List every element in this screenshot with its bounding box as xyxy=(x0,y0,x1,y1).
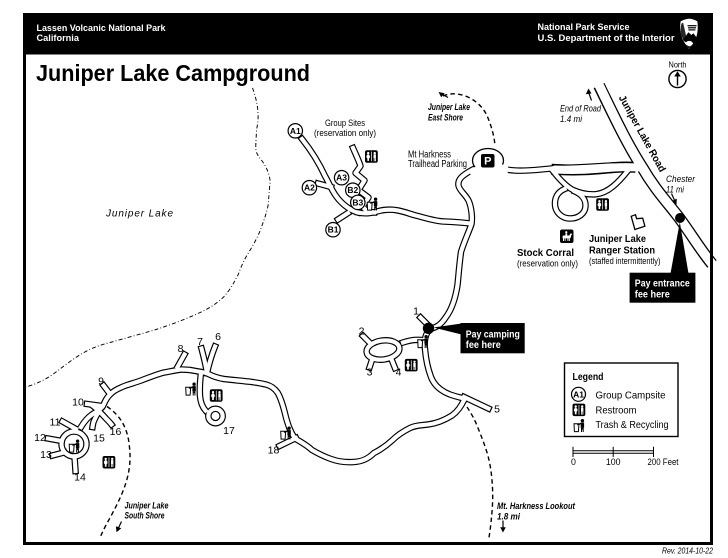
svg-text:Pay entrance: Pay entrance xyxy=(635,278,690,289)
svg-text:1.4 mi: 1.4 mi xyxy=(560,114,583,124)
svg-text:5: 5 xyxy=(494,404,500,416)
svg-text:11: 11 xyxy=(50,417,61,429)
svg-text:17: 17 xyxy=(223,425,235,437)
svg-text:Pay camping: Pay camping xyxy=(466,329,520,340)
svg-text:Restroom: Restroom xyxy=(596,404,637,416)
svg-text:Juniper Lake Campground: Juniper Lake Campground xyxy=(36,60,310,86)
svg-text:10: 10 xyxy=(72,397,84,409)
svg-text:Mt. Harkness Lookout: Mt. Harkness Lookout xyxy=(497,501,576,511)
svg-text:National Park Service: National Park Service xyxy=(538,22,630,32)
svg-text:fee here: fee here xyxy=(635,289,670,300)
svg-text:100: 100 xyxy=(606,457,621,467)
svg-text:Group Campsite: Group Campsite xyxy=(596,389,666,401)
svg-text:California: California xyxy=(37,33,80,43)
svg-text:Chester: Chester xyxy=(666,174,696,184)
svg-text:Rev. 2014-10-22: Rev. 2014-10-22 xyxy=(662,547,713,556)
svg-text:North: North xyxy=(669,61,687,70)
svg-text:Juniper Lake: Juniper Lake xyxy=(428,102,470,112)
svg-text:14: 14 xyxy=(74,472,86,484)
svg-text:B3: B3 xyxy=(352,197,363,207)
svg-text:(reservation only): (reservation only) xyxy=(314,128,376,139)
svg-text:6: 6 xyxy=(215,331,221,343)
svg-text:0: 0 xyxy=(571,457,576,467)
svg-text:1: 1 xyxy=(413,306,419,318)
svg-text:Stock Corral: Stock Corral xyxy=(517,247,574,259)
svg-text:Group Sites: Group Sites xyxy=(325,118,365,129)
svg-text:Trailhead Parking: Trailhead Parking xyxy=(408,159,467,170)
svg-text:16: 16 xyxy=(110,426,122,438)
svg-text:4: 4 xyxy=(396,367,402,379)
svg-text:9: 9 xyxy=(98,376,104,388)
svg-text:Trash & Recycling: Trash & Recycling xyxy=(596,419,669,431)
svg-text:1.8 mi: 1.8 mi xyxy=(497,512,520,522)
svg-text:Juniper Lake: Juniper Lake xyxy=(105,209,173,220)
svg-text:A1: A1 xyxy=(573,390,584,400)
svg-text:7: 7 xyxy=(197,336,203,348)
svg-text:Ranger Station: Ranger Station xyxy=(589,245,655,257)
svg-text:18: 18 xyxy=(268,445,280,457)
svg-text:Lassen Volcanic National Park: Lassen Volcanic National Park xyxy=(37,23,167,33)
svg-text:200 Feet: 200 Feet xyxy=(648,457,679,467)
svg-text:A1: A1 xyxy=(290,126,301,136)
svg-text:B2: B2 xyxy=(347,185,358,195)
svg-text:(staffed intermittently): (staffed intermittently) xyxy=(589,256,661,266)
svg-text:13: 13 xyxy=(40,449,52,461)
svg-text:B1: B1 xyxy=(328,225,339,235)
svg-text:A3: A3 xyxy=(336,173,347,183)
svg-text:U.S. Department of the Interio: U.S. Department of the Interior xyxy=(538,33,675,43)
svg-text:Juniper Lake: Juniper Lake xyxy=(589,233,646,245)
svg-text:End of Road: End of Road xyxy=(560,104,602,114)
svg-text:fee here: fee here xyxy=(466,340,501,351)
svg-text:Legend: Legend xyxy=(573,371,604,383)
svg-text:(reservation only): (reservation only) xyxy=(517,259,578,270)
svg-text:A2: A2 xyxy=(304,183,315,193)
svg-text:2: 2 xyxy=(359,326,365,338)
svg-text:East Shore: East Shore xyxy=(428,113,463,123)
svg-text:3: 3 xyxy=(367,366,373,378)
svg-text:Juniper Lake: Juniper Lake xyxy=(125,501,169,511)
svg-text:11 mi: 11 mi xyxy=(666,185,685,195)
svg-text:8: 8 xyxy=(178,343,184,355)
svg-text:12: 12 xyxy=(34,432,46,444)
svg-text:Mt Harkness: Mt Harkness xyxy=(408,150,451,161)
svg-text:15: 15 xyxy=(93,433,105,445)
svg-text:South Shore: South Shore xyxy=(125,511,165,521)
